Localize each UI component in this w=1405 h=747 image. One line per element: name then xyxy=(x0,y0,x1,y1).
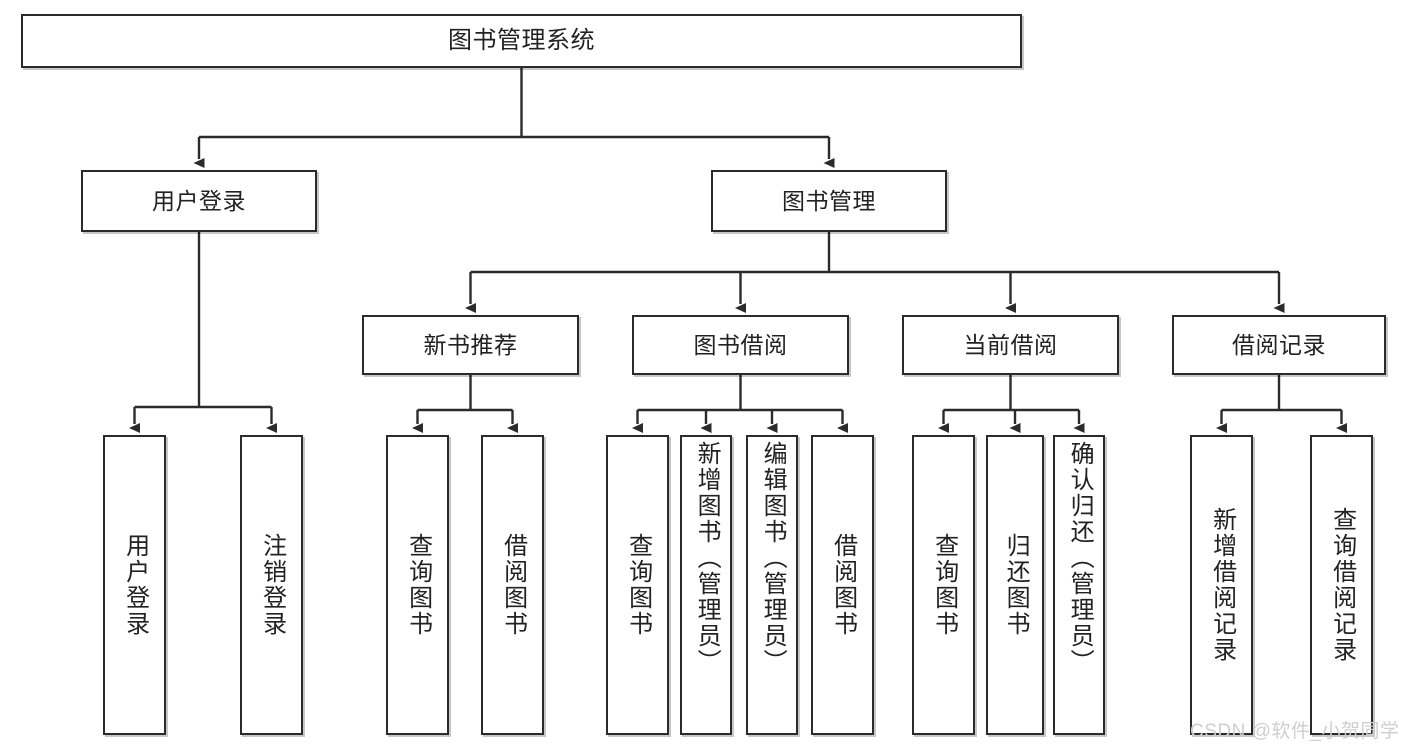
node-current-borrow[interactable]: 当前借阅 xyxy=(902,315,1119,375)
node-leaf-query-book-2[interactable]: 查询图书 xyxy=(606,435,669,735)
node-label: 归还图书 xyxy=(1002,533,1030,637)
node-label: 用户登录 xyxy=(152,187,246,214)
node-label: 查询借阅记录 xyxy=(1328,507,1356,663)
node-leaf-query-book-3[interactable]: 查询图书 xyxy=(912,435,975,735)
node-book-borrow[interactable]: 图书借阅 xyxy=(632,315,849,375)
node-leaf-user-login[interactable]: 用户登录 xyxy=(103,435,166,735)
node-leaf-query-borrow-record[interactable]: 查询借阅记录 xyxy=(1310,435,1373,735)
node-label: 查询图书 xyxy=(930,533,958,637)
node-label: 新书推荐 xyxy=(423,331,518,358)
node-label: 图书借阅 xyxy=(693,331,788,358)
node-leaf-borrow-book-2[interactable]: 借阅图书 xyxy=(811,435,874,735)
node-label: 借阅图书 xyxy=(499,533,527,637)
node-label: 用户登录 xyxy=(121,533,149,637)
node-leaf-borrow-book-1[interactable]: 借阅图书 xyxy=(481,435,544,735)
node-label: 新增图书（管理员） xyxy=(693,441,721,675)
node-leaf-logout-login[interactable]: 注销登录 xyxy=(240,435,303,735)
node-label: 借阅图书 xyxy=(829,533,857,637)
node-leaf-add-borrow-record[interactable]: 新增借阅记录 xyxy=(1190,435,1253,735)
node-new-book-recommend[interactable]: 新书推荐 xyxy=(362,315,579,375)
node-leaf-confirm-return-admin[interactable]: 确认归还（管理员） xyxy=(1053,435,1105,735)
node-label: 查询图书 xyxy=(404,533,432,637)
node-label: 新增借阅记录 xyxy=(1208,507,1236,663)
node-label: 借阅记录 xyxy=(1232,331,1326,358)
node-leaf-add-book-admin[interactable]: 新增图书（管理员） xyxy=(680,435,732,735)
node-label: 图书管理系统 xyxy=(448,27,595,54)
node-label: 图书管理 xyxy=(782,187,876,214)
node-book-manage[interactable]: 图书管理 xyxy=(711,170,947,232)
node-label: 查询图书 xyxy=(624,533,652,637)
csdn-watermark: CSDN @软件_小贺同学 xyxy=(1190,721,1400,742)
node-borrow-record[interactable]: 借阅记录 xyxy=(1172,315,1386,375)
node-label: 编辑图书（管理员） xyxy=(759,441,787,675)
node-root[interactable]: 图书管理系统 xyxy=(21,14,1022,68)
node-user-login[interactable]: 用户登录 xyxy=(81,170,317,232)
node-leaf-edit-book-admin[interactable]: 编辑图书（管理员） xyxy=(746,435,798,735)
node-leaf-query-book-1[interactable]: 查询图书 xyxy=(386,435,449,735)
node-label: 确认归还（管理员） xyxy=(1066,441,1094,675)
node-leaf-return-book[interactable]: 归还图书 xyxy=(986,435,1044,735)
node-label: 当前借阅 xyxy=(963,331,1058,358)
node-label: 注销登录 xyxy=(258,533,286,637)
